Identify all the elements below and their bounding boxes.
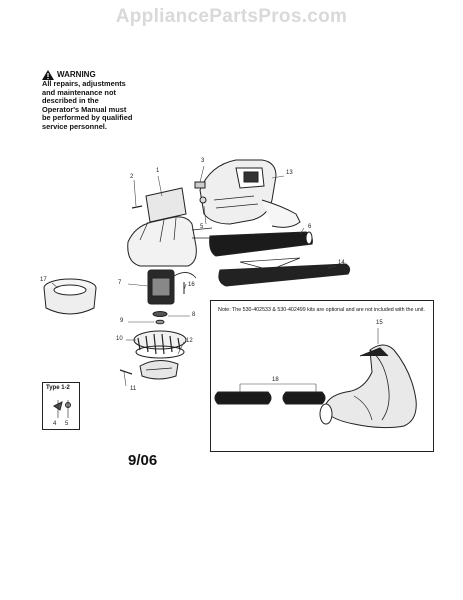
collar-part-17	[43, 278, 97, 315]
type-box-parts	[53, 400, 71, 418]
handle-housing-part-13	[199, 159, 301, 228]
part-label-7: 7	[118, 280, 122, 286]
part-label-6: 6	[308, 224, 312, 230]
type-variant-box: Type 1-2 4 5	[42, 382, 80, 430]
washer-part-8	[152, 311, 168, 325]
warning-body: All repairs, adjustments and maintenance…	[42, 79, 133, 131]
type-label-4: 4	[53, 421, 57, 427]
optional-kits-note: Note: The 530-402533 & 530-402499 kits a…	[218, 307, 425, 313]
vacuum-tubes-part-18	[214, 391, 326, 405]
part-label-12: 12	[186, 338, 193, 344]
cover-part-12	[139, 360, 179, 380]
part-label-3: 3	[201, 158, 205, 164]
part-label-17: 17	[40, 277, 47, 283]
screw-part-11	[119, 369, 133, 375]
warning-notice: WARNING All repairs, adjustments and mai…	[42, 70, 134, 132]
revision-date: 9/06	[128, 452, 158, 469]
part-label-15: 15	[376, 320, 383, 326]
part-label-8: 8	[192, 312, 196, 318]
collection-bag-part-15	[319, 344, 417, 429]
part-label-5: 5	[200, 224, 204, 230]
screw-part-2	[131, 205, 143, 209]
site-watermark: AppliancePartsPros.com	[115, 6, 348, 27]
housing-part-1	[127, 187, 214, 267]
part-label-16: 16	[188, 282, 195, 288]
leader-lines	[51, 165, 379, 392]
part-label-9: 9	[120, 318, 124, 324]
part-label-10: 10	[116, 336, 123, 342]
optional-kits-box: Note: The 530-402533 & 530-402499 kits a…	[210, 300, 434, 452]
part-label-11: 11	[130, 386, 137, 392]
type-label-5: 5	[65, 421, 69, 427]
vacuum-tube-part-14	[218, 257, 351, 287]
part-label-14: 14	[338, 260, 345, 266]
part-label-18: 18	[272, 377, 279, 383]
part-label-1: 1	[156, 168, 160, 174]
part-label-13: 13	[286, 170, 293, 176]
blower-tube-part-6	[209, 231, 313, 257]
motor-part-7	[147, 269, 197, 305]
warning-triangle-icon	[42, 70, 54, 80]
type-variant-title: Type 1-2	[46, 385, 70, 391]
part-label-2: 2	[130, 174, 134, 180]
warning-title: WARNING	[57, 69, 96, 79]
